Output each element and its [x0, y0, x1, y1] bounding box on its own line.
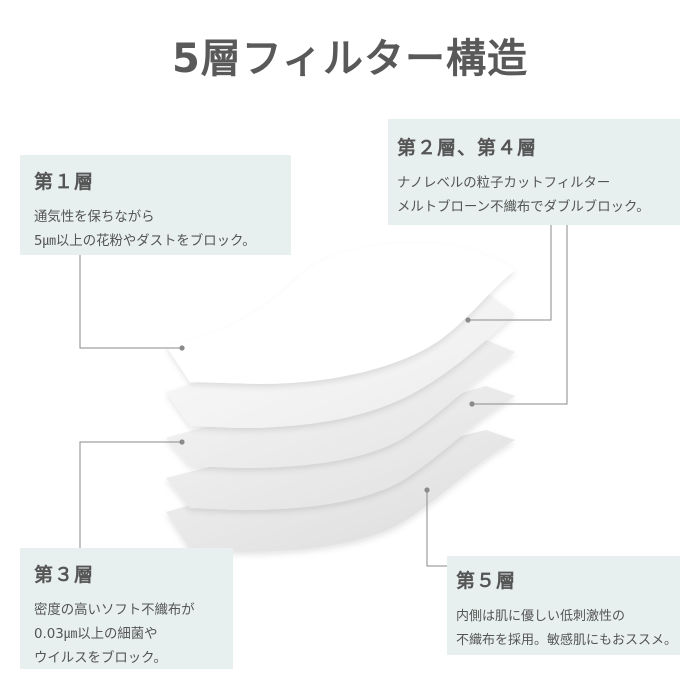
page-title: 5層フィルター構造 [171, 36, 529, 82]
layer3-desc-line: 0.03㎛以上の細菌や [34, 627, 158, 642]
leader-line-layer4 [472, 225, 568, 405]
layer1-desc-line: 通気性を保ちながら [34, 210, 155, 225]
layer3-desc-line: 密度の高いソフト不織布が [34, 603, 195, 618]
leader-line-layer5 [426, 490, 447, 567]
marker-dot-layer5 [424, 487, 430, 493]
layer1-heading: 第１層 [34, 171, 95, 193]
label-box-layer5: 第５層 内側は肌に優しい低刺激性の 不織布を採用。敏感肌にもおススメ。 [447, 556, 680, 655]
layer2-4-desc-line: ナノレベルの粒子カットフィルター [397, 176, 611, 191]
leader-line-layer2 [468, 225, 552, 321]
label-box-layer3: 第３層 密度の高いソフト不織布が 0.03㎛以上の細菌や ウイルスをブロック。 [20, 548, 233, 669]
label-box-layer2-4: 第２層、第４層 ナノレベルの粒子カットフィルター メルトブローン不織布でダブルブ… [388, 119, 680, 225]
layer5-desc-line: 不織布を採用。敏感肌にもおススメ。 [456, 633, 678, 648]
layer5-heading: 第５層 [456, 570, 517, 592]
layer3-heading: 第３層 [34, 564, 95, 586]
marker-dot-layer1 [179, 345, 185, 351]
layer2-4-heading: 第２層、第４層 [397, 137, 538, 159]
layer3-desc-line: ウイルスをブロック。 [34, 651, 167, 666]
leader-line-layer3 [79, 441, 182, 548]
marker-dot-layer2 [465, 317, 471, 323]
layer5-desc-line: 内側は肌に優しい低刺激性の [456, 609, 626, 624]
filter-layer-1 [166, 243, 515, 384]
marker-dot-layer4 [469, 401, 475, 407]
layer2-4-desc-line: メルトブローン不織布でダブルブロック。 [397, 200, 650, 215]
marker-dot-layer3 [179, 439, 185, 445]
label-box-layer1: 第１層 通気性を保ちながら 5㎛以上の花粉やダストをブロック。 [20, 155, 291, 255]
layer1-desc-line: 5㎛以上の花粉やダストをブロック。 [34, 234, 256, 249]
leader-line-layer1 [79, 255, 182, 349]
